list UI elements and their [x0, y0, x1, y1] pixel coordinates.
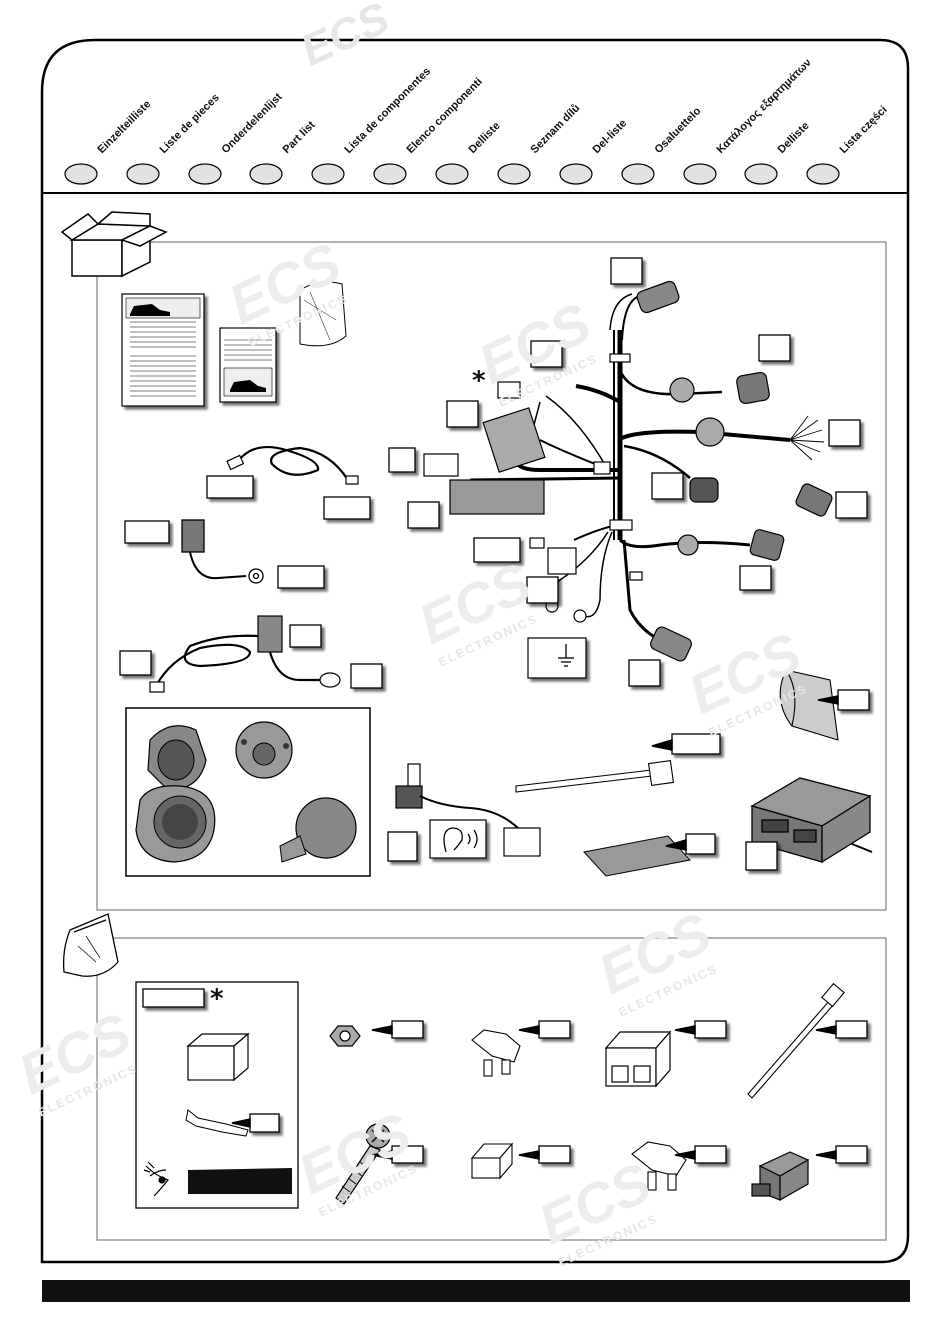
extra-cable-1 [226, 446, 359, 485]
harness-connectors [423, 280, 833, 662]
cable-tie-small [747, 982, 845, 1099]
plastic-bag [299, 281, 347, 347]
footer-bar [42, 1280, 910, 1302]
outer-frame [40, 38, 910, 1264]
harness-clips [593, 353, 643, 581]
optional-part-marker-2: * [210, 984, 224, 1014]
parcel-box-icon [60, 211, 168, 278]
language-tabs [64, 163, 840, 185]
two-pin-connector [186, 1032, 250, 1082]
ground-symbol-icon [558, 644, 574, 667]
eye-icon [143, 1161, 170, 1197]
extra-cable-2 [149, 615, 341, 693]
kit-contents-panel [96, 241, 887, 911]
adhesive-pad [779, 669, 839, 741]
ear-sound-icon [443, 827, 478, 853]
instruction-sheets [121, 293, 277, 407]
bag-icon [62, 913, 119, 977]
socket-gasket [235, 721, 293, 779]
nut [329, 1025, 361, 1047]
fuse-2 [631, 1141, 687, 1191]
crimp-terminal [185, 1109, 249, 1137]
optional-part-marker: * [472, 366, 486, 396]
relay-cable-ring [181, 519, 264, 584]
cable-tie [515, 759, 675, 793]
screw [335, 1123, 391, 1205]
fuse-holder-clip [470, 1142, 514, 1180]
leader-arrows [231, 695, 839, 1160]
ground-symbol-box [527, 637, 587, 679]
trailer-socket [135, 725, 216, 863]
black-strip [188, 1168, 292, 1194]
buzzer-module [395, 763, 541, 857]
fuse-1 [471, 1029, 521, 1077]
harness-loose-wires [789, 415, 825, 461]
part-number-boxes [119, 257, 870, 1164]
wire-connector [751, 1151, 810, 1202]
control-module [750, 777, 873, 864]
bag-contents-panel [96, 937, 887, 1241]
felt-strip [583, 835, 691, 877]
socket-rubber-boot [279, 797, 357, 863]
connector-housing [604, 1030, 672, 1088]
